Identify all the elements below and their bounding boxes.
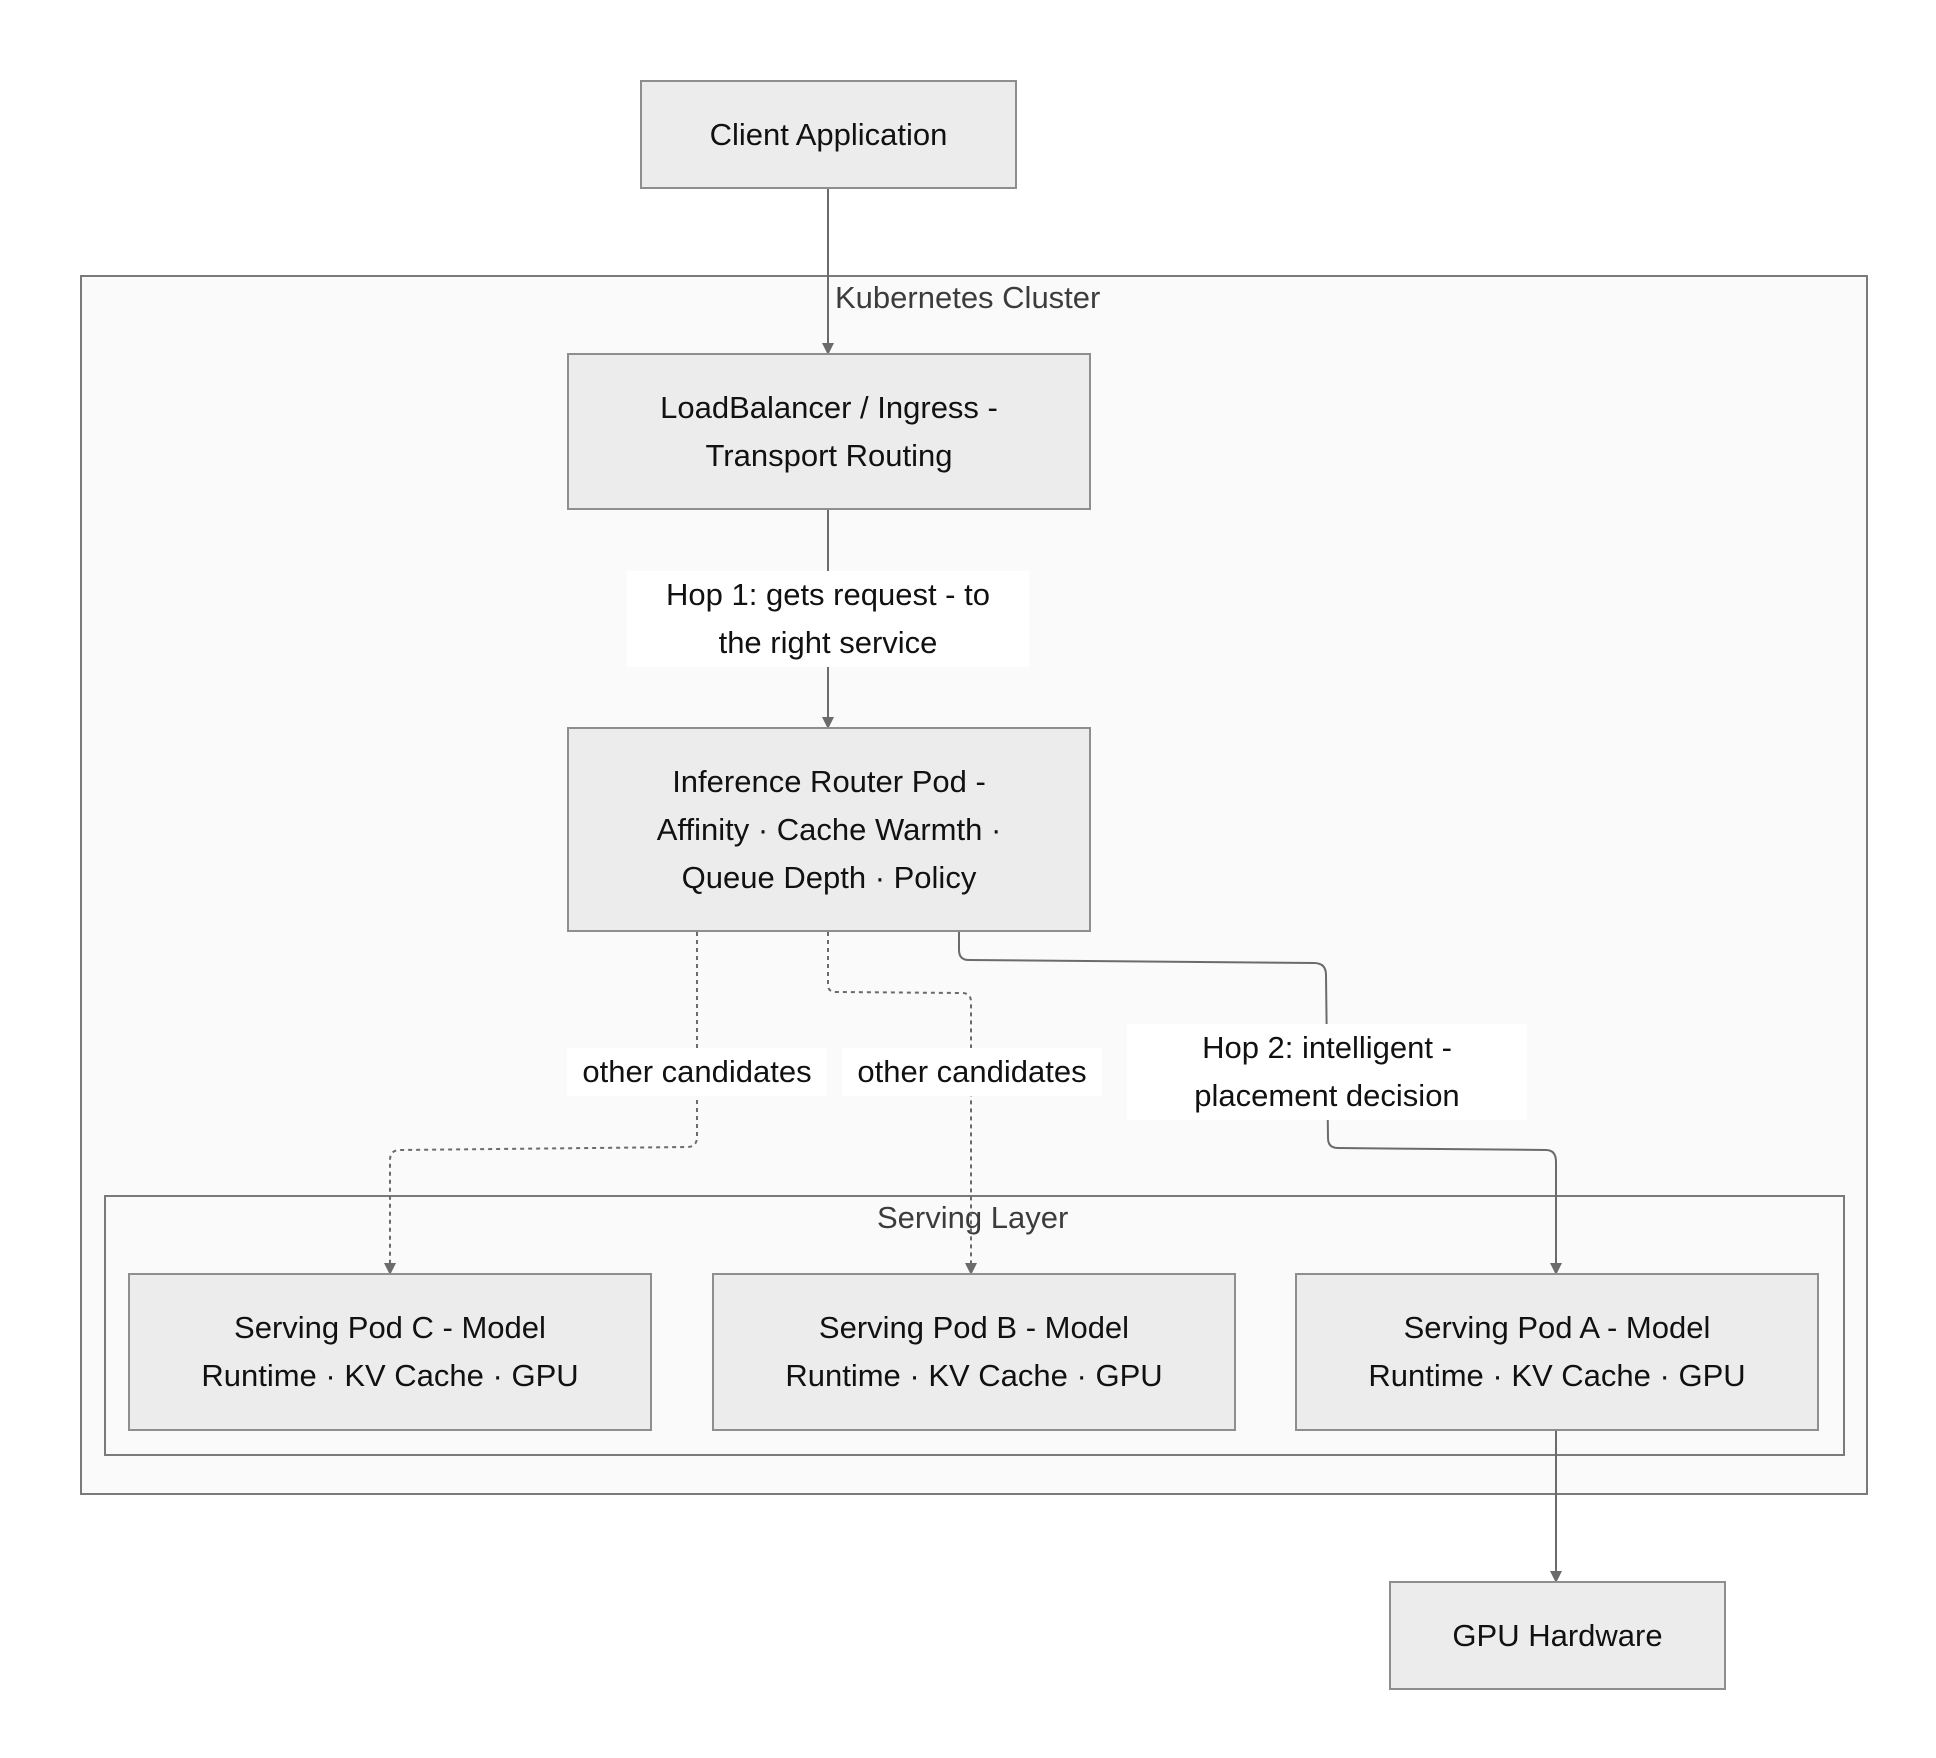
inference-router-pod-node[interactable]: Inference Router Pod - Affinity · Cache … — [567, 727, 1091, 932]
loadbalancer-label-line-1: LoadBalancer / Ingress - — [660, 389, 998, 425]
hop1-label-line-1: Hop 1: gets request - to — [666, 577, 990, 612]
serving-layer-title: Serving Layer — [877, 1200, 1069, 1235]
pod-c-label-line-2: Runtime · KV Cache · GPU — [201, 1358, 579, 1393]
serving-pod-a-node[interactable]: Serving Pod A - Model Runtime · KV Cache… — [1295, 1273, 1819, 1431]
router-label-line-3: Queue Depth · Policy — [681, 859, 977, 895]
pod-c-label-line-1: Serving Pod C - Model — [234, 1310, 546, 1345]
client-application-node[interactable]: Client Application — [640, 80, 1017, 189]
hop2-label: Hop 2: intelligent - placement decision — [1127, 1024, 1527, 1120]
serving-pod-c-node[interactable]: Serving Pod C - Model Runtime · KV Cache… — [128, 1273, 652, 1431]
loadbalancer-ingress-node[interactable]: LoadBalancer / Ingress - Transport Routi… — [567, 353, 1091, 510]
loadbalancer-label-line-2: Transport Routing — [705, 437, 953, 473]
other-candidates-c-label: other candidates — [567, 1048, 827, 1096]
gpu-hardware-node[interactable]: GPU Hardware — [1389, 1581, 1726, 1690]
pod-b-label-line-2: Runtime · KV Cache · GPU — [785, 1358, 1163, 1393]
other-candidates-b-label: other candidates — [842, 1048, 1102, 1096]
router-label-line-1: Inference Router Pod - — [672, 763, 986, 799]
gpu-hardware-label: GPU Hardware — [1452, 1617, 1663, 1653]
hop2-label-line-1: Hop 2: intelligent - — [1202, 1030, 1452, 1065]
pod-b-label-line-1: Serving Pod B - Model — [818, 1310, 1130, 1345]
pod-a-label-line-1: Serving Pod A - Model — [1403, 1310, 1711, 1345]
client-application-label: Client Application — [709, 116, 948, 152]
router-label-line-2: Affinity · Cache Warmth · — [656, 811, 1002, 847]
serving-pod-b-node[interactable]: Serving Pod B - Model Runtime · KV Cache… — [712, 1273, 1236, 1431]
kubernetes-cluster-title: Kubernetes Cluster — [835, 280, 1101, 315]
other-candidates-b-text: other candidates — [857, 1054, 1087, 1089]
other-candidates-c-text: other candidates — [582, 1054, 812, 1089]
pod-a-label-line-2: Runtime · KV Cache · GPU — [1368, 1358, 1746, 1393]
hop1-label: Hop 1: gets request - to the right servi… — [627, 571, 1029, 667]
hop1-label-line-2: the right service — [718, 625, 938, 660]
hop2-label-line-2: placement decision — [1194, 1078, 1460, 1113]
